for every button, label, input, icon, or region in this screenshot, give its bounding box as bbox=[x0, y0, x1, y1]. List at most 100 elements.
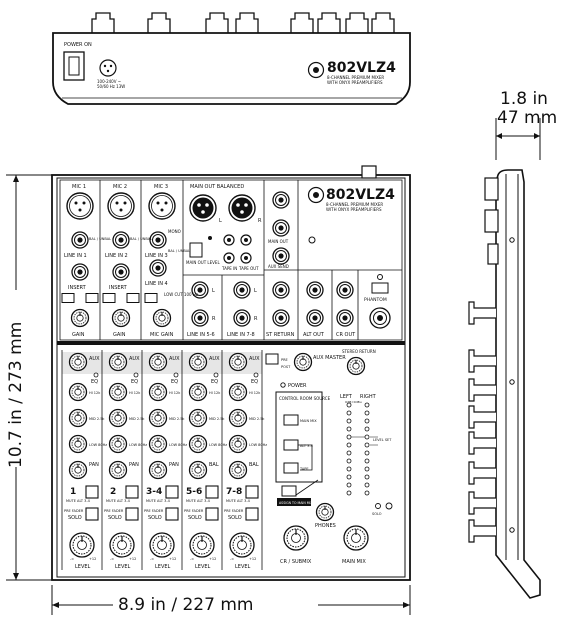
rear-voltage-line-2: 50/60 Hz 13W bbox=[97, 84, 125, 89]
rear-power-label: POWER ON bbox=[64, 42, 92, 48]
solo-labels: SOLO SOLO SOLO SOLO SOLO bbox=[68, 515, 242, 521]
power-label: POWER bbox=[288, 383, 307, 389]
height-dimension-line bbox=[6, 174, 52, 581]
bal-unbal-3: BAL / UNBAL bbox=[168, 249, 190, 253]
svg-text:HI 12k: HI 12k bbox=[129, 391, 141, 395]
svg-text:AUX: AUX bbox=[129, 356, 140, 362]
svg-text:MUTE ALT 3-4: MUTE ALT 3-4 bbox=[66, 499, 91, 503]
svg-text:LEVEL: LEVEL bbox=[155, 564, 171, 570]
rear-model-subtitle-1: 8-CHANNEL PREMIUM MIXER bbox=[327, 75, 384, 80]
svg-text:HI 12k: HI 12k bbox=[169, 391, 181, 395]
top-view bbox=[51, 165, 411, 581]
aux-send-label: AUX SEND bbox=[268, 264, 289, 269]
rear-model-subtitle-2: WITH ONYX PREAMPLIFIERS bbox=[327, 80, 383, 85]
svg-text:SOLO: SOLO bbox=[148, 515, 162, 521]
mic-3-label: MIC 3 bbox=[154, 184, 168, 190]
svg-text:LEVEL: LEVEL bbox=[235, 564, 251, 570]
svg-text:+12: +12 bbox=[169, 557, 176, 561]
main-out-r-label: R bbox=[258, 218, 262, 224]
width-dimension-line bbox=[51, 585, 411, 615]
line-in-56-label: LINE IN 5-6 bbox=[187, 332, 215, 338]
bal-unbal-2: BAL / UNBAL bbox=[130, 237, 152, 241]
svg-text:EQ: EQ bbox=[211, 379, 218, 385]
svg-text:1: 1 bbox=[70, 487, 76, 497]
pan-labels: PAN PAN PAN BAL BAL bbox=[89, 462, 259, 468]
level-labels: LEVEL LEVEL LEVEL LEVEL LEVEL bbox=[75, 564, 251, 570]
main-mix-button-label: MAIN MIX bbox=[300, 419, 317, 423]
low-cut-label: LOW CUT 100 Hz bbox=[164, 292, 198, 297]
stereo-return-label: STEREO RETURN bbox=[342, 349, 376, 354]
svg-text:MID 2.5k: MID 2.5k bbox=[209, 417, 225, 421]
svg-text:HI 12k: HI 12k bbox=[249, 391, 261, 395]
mic-2-label: MIC 2 bbox=[113, 184, 127, 190]
svg-text:EQ: EQ bbox=[131, 379, 138, 385]
insert-2-label: INSERT bbox=[109, 285, 128, 291]
svg-text:PAN: PAN bbox=[129, 462, 139, 468]
low-labels: LOW 80Hz LOW 80Hz LOW 80Hz LOW 80Hz LOW … bbox=[89, 443, 267, 447]
model-logo: 802VLZ4 bbox=[326, 187, 395, 203]
svg-text:+12: +12 bbox=[209, 557, 216, 561]
svg-text:AUX: AUX bbox=[249, 356, 260, 362]
svg-text:LOW 80Hz: LOW 80Hz bbox=[169, 443, 187, 447]
svg-text:MUTE ALT 3-4: MUTE ALT 3-4 bbox=[186, 499, 211, 503]
line-in-2-label: LINE IN 2 bbox=[105, 253, 128, 259]
mic-gain-label: MIC GAIN bbox=[150, 332, 174, 338]
phones-label: PHONES bbox=[315, 523, 336, 529]
model-subtitle-2: WITH ONYX PREAMPLIFIERS bbox=[326, 207, 382, 212]
depth-mm-label: 47 mm bbox=[497, 108, 558, 128]
mute-buttons[interactable] bbox=[85, 485, 259, 499]
pre-label: PRE bbox=[281, 358, 288, 362]
line56-l-label: L bbox=[212, 288, 215, 294]
cr-submix-label: CR / SUBMIX bbox=[280, 559, 312, 565]
level-set-label: LEVEL SET bbox=[373, 438, 392, 442]
hi-labels: HI 12k HI 12k HI 12k HI 12k HI 12k bbox=[89, 391, 261, 395]
alt-34-label: ALT 3-4 bbox=[300, 444, 314, 448]
aux-labels: AUX AUX AUX AUX AUX bbox=[89, 356, 260, 362]
svg-text:MUTE ALT 3-4: MUTE ALT 3-4 bbox=[226, 499, 251, 503]
svg-text:PRE FADER: PRE FADER bbox=[224, 509, 244, 513]
svg-text:-∞: -∞ bbox=[150, 557, 154, 561]
svg-text:-∞: -∞ bbox=[110, 557, 114, 561]
svg-text:LOW 80Hz: LOW 80Hz bbox=[209, 443, 227, 447]
svg-text:HI 12k: HI 12k bbox=[209, 391, 221, 395]
svg-text:PAN: PAN bbox=[169, 462, 179, 468]
svg-text:LOW 80Hz: LOW 80Hz bbox=[129, 443, 147, 447]
svg-text:SOLO: SOLO bbox=[68, 515, 82, 521]
svg-text:LOW 80Hz: LOW 80Hz bbox=[249, 443, 267, 447]
side-view bbox=[468, 118, 541, 599]
rear-voltage-line-1: 100-240V ~ bbox=[97, 79, 121, 84]
svg-text:+12: +12 bbox=[129, 557, 136, 561]
pre-fader-labels: PRE FADER PRE FADER PRE FADER PRE FADER … bbox=[64, 509, 244, 513]
width-label: 8.9 in / 227 mm bbox=[118, 595, 254, 615]
rear-model-logo: 802VLZ4 bbox=[327, 60, 396, 76]
tape-in-label: TAPE IN bbox=[221, 266, 237, 271]
svg-text:MID 2.5k: MID 2.5k bbox=[249, 417, 265, 421]
channel-numbers: 1 2 3-4 5-6 7-8 bbox=[70, 487, 242, 497]
svg-text:MID 2.5k: MID 2.5k bbox=[169, 417, 185, 421]
line78-l-label: L bbox=[254, 288, 257, 294]
svg-text:MUTE ALT 3-4: MUTE ALT 3-4 bbox=[146, 499, 171, 503]
main-out-level-label: MAIN OUT LEVEL bbox=[186, 260, 220, 265]
depth-inch-label: 1.8 in bbox=[500, 89, 548, 109]
mono-label: MONO bbox=[168, 229, 181, 234]
svg-text:EQ: EQ bbox=[91, 379, 98, 385]
mic-1-label: MIC 1 bbox=[72, 184, 86, 190]
svg-text:LEVEL: LEVEL bbox=[195, 564, 211, 570]
svg-text:PRE FADER: PRE FADER bbox=[184, 509, 204, 513]
main-out-l-label: L bbox=[219, 218, 222, 224]
line-in-78-label: LINE IN 7-8 bbox=[227, 332, 255, 338]
st-return-label: ST RETURN bbox=[266, 332, 295, 338]
line-in-4-label: LINE IN 4 bbox=[145, 281, 168, 287]
gain-1-label: GAIN bbox=[72, 332, 85, 338]
solo-buttons[interactable] bbox=[85, 507, 259, 521]
svg-text:LOW 80Hz: LOW 80Hz bbox=[89, 443, 107, 447]
assign-to-main-label: ASSIGN TO MAIN MIX bbox=[279, 501, 313, 505]
master-section bbox=[265, 352, 393, 551]
post-label: POST bbox=[281, 365, 291, 369]
bal-unbal-1: BAL / UNBAL bbox=[89, 237, 111, 241]
rear-knob-caps bbox=[91, 12, 395, 33]
svg-text:+12: +12 bbox=[249, 557, 256, 561]
solo-led-label: SOLO bbox=[372, 512, 382, 516]
gain-2-label: GAIN bbox=[113, 332, 126, 338]
svg-text:5-6: 5-6 bbox=[186, 487, 202, 497]
